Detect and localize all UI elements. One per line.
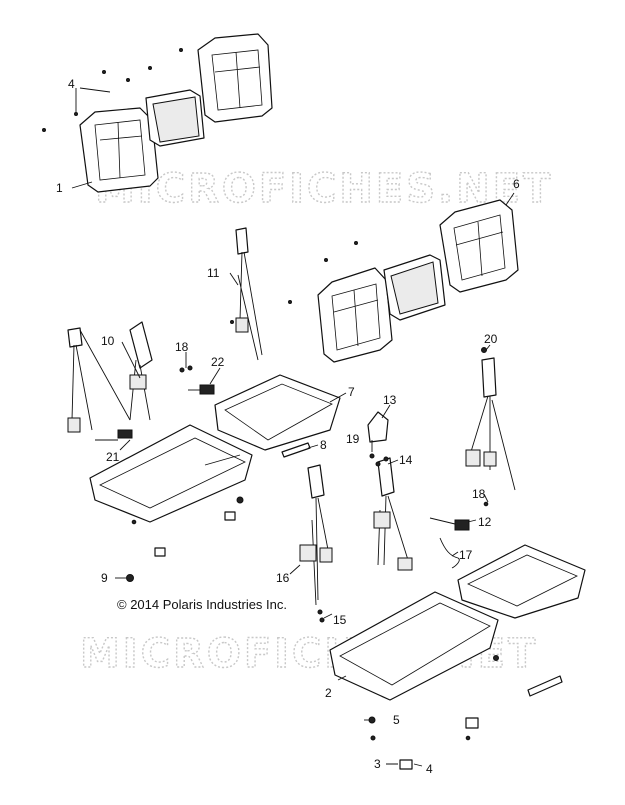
callout-5: 5 (393, 713, 400, 727)
callout-15: 15 (333, 613, 347, 627)
leader-lines (71, 87, 515, 767)
seat-back-upper-set (79, 33, 273, 193)
seat-base-right-front (329, 591, 499, 701)
callout-21: 21 (106, 450, 120, 464)
seat-belt-20 (465, 357, 516, 491)
callout-22: 22 (211, 355, 225, 369)
bracket-8 (281, 442, 311, 458)
callout-14: 14 (399, 453, 413, 467)
callout-2: 2 (325, 686, 332, 700)
seat-belt-10 (67, 321, 153, 439)
buckle-22 (188, 384, 215, 395)
callout-17: 17 (459, 548, 473, 562)
seat-belt-16 (299, 464, 333, 606)
callout-3: 3 (374, 757, 381, 771)
buckle-12 (429, 517, 470, 531)
callout-13: 13 (383, 393, 397, 407)
seat-base-right-rear (457, 544, 586, 619)
callout-16: 16 (276, 571, 290, 585)
callouts: 1 4 6 11 10 18 22 7 13 8 19 14 21 20 18 … (56, 77, 520, 776)
seat-base-center (214, 374, 341, 451)
seat-belt-11 (235, 227, 263, 361)
callout-9: 9 (101, 571, 108, 585)
callout-19: 19 (346, 432, 360, 446)
callout-18-left: 18 (175, 340, 189, 354)
callout-6: 6 (513, 177, 520, 191)
callout-8: 8 (320, 438, 327, 452)
callout-10: 10 (101, 334, 115, 348)
seat-back-lower-set (317, 199, 519, 363)
callout-4-bottom: 4 (426, 762, 433, 776)
callout-7: 7 (348, 385, 355, 399)
bracket-right (527, 675, 563, 697)
watermark-top: MICROFICHES.NET (95, 166, 553, 212)
seat-base-left (89, 424, 253, 523)
callout-11: 11 (207, 266, 220, 280)
callout-20: 20 (484, 332, 498, 346)
callout-12: 12 (478, 515, 492, 529)
seat-belt-14 (373, 457, 413, 571)
cover-13 (367, 411, 389, 443)
harness-17 (439, 537, 460, 569)
copyright-text: © 2014 Polaris Industries Inc. (117, 597, 287, 612)
callout-1: 1 (56, 181, 63, 195)
callout-4-top: 4 (68, 77, 75, 91)
callout-18-right: 18 (472, 487, 486, 501)
